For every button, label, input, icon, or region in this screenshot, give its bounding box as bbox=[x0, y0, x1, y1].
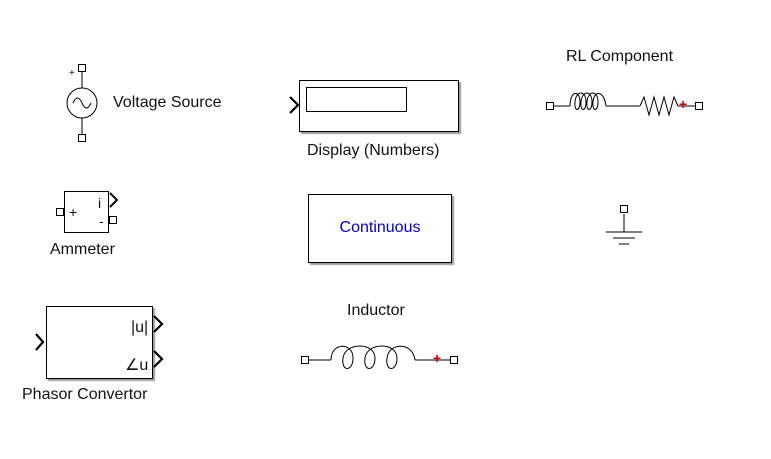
phasor-input-arrow bbox=[35, 333, 45, 351]
ammeter-input-port[interactable] bbox=[56, 208, 64, 216]
ammeter-out-current: i bbox=[98, 195, 102, 211]
display-input-port-arrow bbox=[289, 96, 300, 114]
inductor-right-port[interactable] bbox=[450, 356, 458, 364]
powergui-block[interactable]: Continuous bbox=[308, 194, 452, 263]
ammeter-block[interactable]: + i - Ammeter bbox=[50, 188, 140, 263]
rl-component-label: RL Component bbox=[566, 48, 674, 65]
rl-component-block[interactable]: RL Component + bbox=[544, 46, 709, 117]
ground-port[interactable] bbox=[620, 205, 628, 213]
voltage-source-top-port[interactable] bbox=[78, 64, 86, 72]
rl-component-right-port[interactable] bbox=[695, 102, 703, 110]
voltage-source-label: Voltage Source bbox=[113, 94, 222, 111]
rl-component-symbol bbox=[554, 92, 697, 117]
phasor-convertor-label: Phasor Convertor bbox=[22, 386, 148, 403]
phasor-convertor-block[interactable]: |u| ∠u Phasor Convertor bbox=[20, 305, 170, 410]
voltage-source-bottom-port[interactable] bbox=[78, 134, 86, 142]
ammeter-in-sign: + bbox=[69, 204, 78, 220]
inductor-left-port[interactable] bbox=[301, 356, 309, 364]
inductor-symbol bbox=[309, 345, 451, 369]
ammeter-label: Ammeter bbox=[50, 241, 115, 258]
display-block[interactable]: Display (Numbers) bbox=[286, 78, 466, 163]
ammeter-out-sign: - bbox=[99, 213, 104, 229]
ammeter-output-port[interactable] bbox=[109, 216, 117, 224]
phasor-convertor-body[interactable]: |u| ∠u bbox=[46, 306, 153, 379]
inductor-polarity-plus: + bbox=[433, 350, 442, 366]
ammeter-body[interactable]: + i - bbox=[64, 191, 109, 233]
phasor-angle-output-arrow bbox=[153, 350, 164, 368]
phasor-magnitude-output-arrow bbox=[153, 315, 164, 333]
display-body[interactable] bbox=[299, 80, 459, 132]
ground-icon bbox=[606, 214, 642, 245]
ammeter-output-arrow bbox=[109, 192, 119, 208]
phasor-magnitude-output-label: |u| bbox=[131, 319, 149, 336]
phasor-angle-output-label: ∠u bbox=[125, 357, 149, 374]
powergui-mode-label: Continuous bbox=[339, 219, 421, 236]
voltage-source-port-mark: + bbox=[69, 68, 75, 79]
inductor-block[interactable]: Inductor + bbox=[297, 300, 467, 375]
display-readout-field bbox=[306, 87, 407, 112]
rl-component-left-port[interactable] bbox=[546, 102, 554, 110]
display-label: Display (Numbers) bbox=[307, 142, 440, 159]
voltage-source-block[interactable]: + Voltage Source bbox=[55, 62, 255, 144]
inductor-label: Inductor bbox=[347, 302, 405, 319]
ac-source-icon bbox=[66, 72, 98, 134]
rl-polarity-plus: + bbox=[679, 96, 688, 112]
ground-block[interactable] bbox=[604, 203, 646, 249]
